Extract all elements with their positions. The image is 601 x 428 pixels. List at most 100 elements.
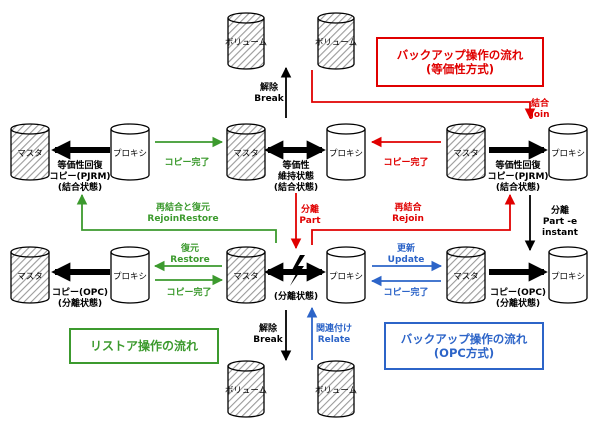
volume-bottom-1-label: ボリューム xyxy=(225,386,267,396)
state-bottom-center: (分離状態) xyxy=(274,290,318,302)
volume-bottom-2-label: ボリューム xyxy=(315,386,357,396)
label-part-line-0: 分離 xyxy=(301,203,319,215)
label-break-top-line-0: 解除 xyxy=(260,81,279,93)
rejoin-arrow xyxy=(311,193,516,245)
volume-top-2: ボリューム xyxy=(315,12,357,70)
state-bottom-right-line-1: (分離状態) xyxy=(496,297,540,309)
proxy-bottom-left-label: プロキシ xyxy=(113,272,147,282)
proxy-top-center: プロキシ xyxy=(326,123,366,181)
rejoin-restore-arrow xyxy=(76,193,277,243)
volume-top-2-label: ボリューム xyxy=(315,38,357,48)
volume-bottom-2: ボリューム xyxy=(315,360,357,418)
proxy-bottom-right-label: プロキシ xyxy=(551,272,585,282)
state-top-center-line-0: 等価性 xyxy=(281,159,309,171)
state-top-left-line-1: コピー(PJRM) xyxy=(49,170,110,182)
state-top-center-line-2: (結合状態) xyxy=(274,181,318,193)
state-top-right-line-0: 等価性回復 xyxy=(494,159,541,171)
proxy-bottom-center: プロキシ xyxy=(326,246,366,304)
join-arrow xyxy=(311,70,536,120)
proxy-bottom-right: プロキシ xyxy=(548,246,588,304)
label-restore-line-0: 復元 xyxy=(180,242,199,254)
label-join-line-1: Join xyxy=(529,110,549,120)
state-bottom-left-line-0: コピー(OPC) xyxy=(52,286,108,298)
backup-equiv-flow-subtitle: (等価性方式) xyxy=(425,62,494,76)
label-copy-done-blue-line-0: コピー完了 xyxy=(383,286,428,298)
master-bottom-right-label: マスタ xyxy=(453,272,479,282)
master-bottom-center: マスタ xyxy=(226,246,266,304)
master-bottom-center-label: マスタ xyxy=(233,272,259,282)
master-top-center-label: マスタ xyxy=(233,149,259,159)
label-rejoin-restore-line-1: RejoinRestore xyxy=(147,214,218,224)
master-bottom-right: マスタ xyxy=(446,246,486,304)
label-break-bottom-line-1: Break xyxy=(253,335,283,345)
state-top-left-line-0: 等価性回復 xyxy=(56,159,103,171)
lightning-icon xyxy=(290,255,305,286)
state-top-left-line-2: (結合状態) xyxy=(58,181,102,193)
label-copy-done-red-line-0: コピー完了 xyxy=(383,156,428,168)
volume-bottom-1: ボリューム xyxy=(225,360,267,418)
backup-opc-flow-box: バックアップ操作の流れ (OPC方式) xyxy=(384,322,544,370)
label-rejoin-line-1: Rejoin xyxy=(392,214,424,224)
label-update-line-1: Update xyxy=(388,255,425,265)
proxy-top-center-label: プロキシ xyxy=(329,149,363,159)
master-top-right: マスタ xyxy=(446,123,486,181)
restore-flow-title: リストア操作の流れ xyxy=(89,338,198,353)
label-break-bottom-line-0: 解除 xyxy=(259,322,278,334)
master-bottom-left: マスタ xyxy=(10,246,50,304)
label-relate-line-1: Relate xyxy=(318,335,351,345)
label-rejoin-restore-line-0: 再結合と復元 xyxy=(156,201,210,213)
proxy-bottom-center-label: プロキシ xyxy=(329,272,363,282)
label-part-instant-line-1: Part -e xyxy=(543,217,577,227)
master-top-left: マスタ xyxy=(10,123,50,181)
label-copy-done-green-bottom: コピー完了 xyxy=(166,286,211,298)
state-top-center-line-1: 維持状態 xyxy=(278,170,314,182)
label-part-instant-line-2: instant xyxy=(542,228,579,238)
label-restore-line-1: Restore xyxy=(170,255,209,265)
master-top-right-label: マスタ xyxy=(453,149,479,159)
backup-equiv-flow-title: バックアップ操作の流れ xyxy=(396,47,524,62)
state-bottom-left-line-1: (分離状態) xyxy=(58,297,102,309)
label-update-line-0: 更新 xyxy=(397,242,415,254)
state-bottom-right-line-0: コピー(OPC) xyxy=(490,286,546,298)
state-top-right-line-1: コピー(PJRM) xyxy=(487,170,548,182)
volume-top-1: ボリューム xyxy=(225,12,267,70)
volume-top-1-label: ボリューム xyxy=(225,38,267,48)
master-top-left-label: マスタ xyxy=(17,149,43,159)
state-bottom-right: コピー(OPC)(分離状態) xyxy=(490,286,546,309)
proxy-bottom-left: プロキシ xyxy=(110,246,150,304)
label-copy-done-blue: コピー完了 xyxy=(383,286,428,298)
label-copy-done-green-bottom-line-0: コピー完了 xyxy=(166,286,211,298)
label-part-instant-line-0: 分離 xyxy=(551,204,569,216)
label-copy-done-green-top: コピー完了 xyxy=(164,156,209,168)
state-bottom-left: コピー(OPC)(分離状態) xyxy=(52,286,108,309)
proxy-top-right-label: プロキシ xyxy=(551,149,585,159)
label-part-line-1: Part xyxy=(299,216,321,226)
label-copy-done-green-top-line-0: コピー完了 xyxy=(164,156,209,168)
state-top-right-line-2: (結合状態) xyxy=(496,181,540,193)
proxy-top-left: プロキシ xyxy=(110,123,150,181)
proxy-top-left-label: プロキシ xyxy=(113,149,147,159)
label-break-top-line-1: Break xyxy=(254,94,284,104)
label-rejoin-line-0: 再結合 xyxy=(394,201,422,213)
label-relate-line-0: 関連付け xyxy=(316,322,352,334)
backup-equiv-flow-box: バックアップ操作の流れ (等価性方式) xyxy=(376,37,544,87)
master-bottom-left-label: マスタ xyxy=(17,272,43,282)
restore-flow-box: リストア操作の流れ xyxy=(69,328,219,364)
label-join-line-0: 結合 xyxy=(531,97,550,109)
backup-opc-flow-subtitle: (OPC方式) xyxy=(433,346,495,360)
proxy-top-right: プロキシ xyxy=(548,123,588,181)
